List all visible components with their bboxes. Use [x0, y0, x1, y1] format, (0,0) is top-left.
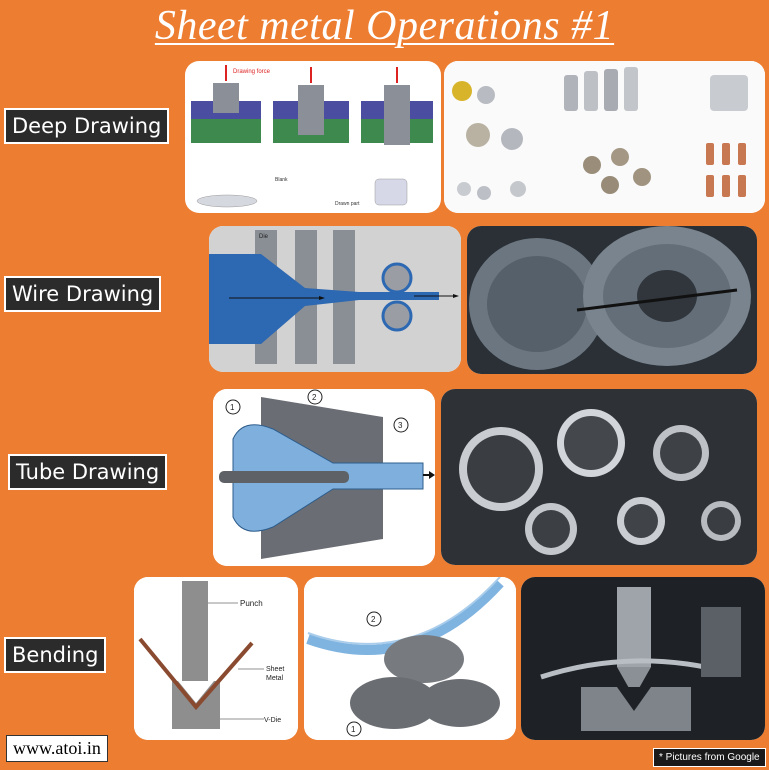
- vdie-text: V-Die: [264, 717, 281, 724]
- deep-drawing-diagram: Drawing force Blank Drawn part: [185, 61, 441, 213]
- drawn-part-cup: [374, 178, 408, 206]
- sheet-text: Sheet: [266, 666, 284, 673]
- callout-1-text: 1: [230, 403, 235, 412]
- blank-disc: [196, 194, 258, 208]
- drawn-part-text: Drawn part: [335, 201, 360, 207]
- press-brake-photo: [521, 577, 765, 740]
- label-bending: Bending: [4, 637, 107, 673]
- wire-coils-photo: [467, 226, 757, 374]
- deep-drawing-stage-1: [191, 83, 261, 143]
- page-title: Sheet metal Operations #1: [154, 3, 615, 49]
- roll-callout-1-text: 1: [351, 725, 356, 734]
- tube-drawing-diagram: 1 2 3: [213, 389, 435, 566]
- deep-drawing-stage-3: [361, 85, 433, 145]
- roll-bending-diagram: 2 1: [304, 577, 516, 740]
- callout-2-text: 2: [312, 393, 317, 402]
- die-text: Die: [259, 234, 269, 240]
- deep-drawing-products-photo: [444, 61, 765, 213]
- drawing-force-text: Drawing force: [233, 69, 271, 75]
- pictures-credit: * Pictures from Google: [653, 748, 766, 767]
- deep-drawing-stage-2: [273, 85, 349, 143]
- website-url[interactable]: www.atoi.in: [6, 735, 108, 762]
- label-deep-drawing: Deep Drawing: [4, 108, 170, 144]
- label-tube-drawing: Tube Drawing: [8, 454, 168, 490]
- steel-tubes-photo: [441, 389, 757, 565]
- blank-text: Blank: [275, 177, 288, 183]
- bending-vdie-diagram: Punch Sheet Metal V-Die: [134, 577, 298, 740]
- roll-callout-2-text: 2: [371, 615, 376, 624]
- callout-3-text: 3: [398, 421, 403, 430]
- wire-drawing-diagram: Die: [209, 226, 461, 372]
- punch-text: Punch: [240, 599, 263, 608]
- metal-text: Metal: [266, 675, 284, 682]
- label-wire-drawing: Wire Drawing: [4, 276, 162, 312]
